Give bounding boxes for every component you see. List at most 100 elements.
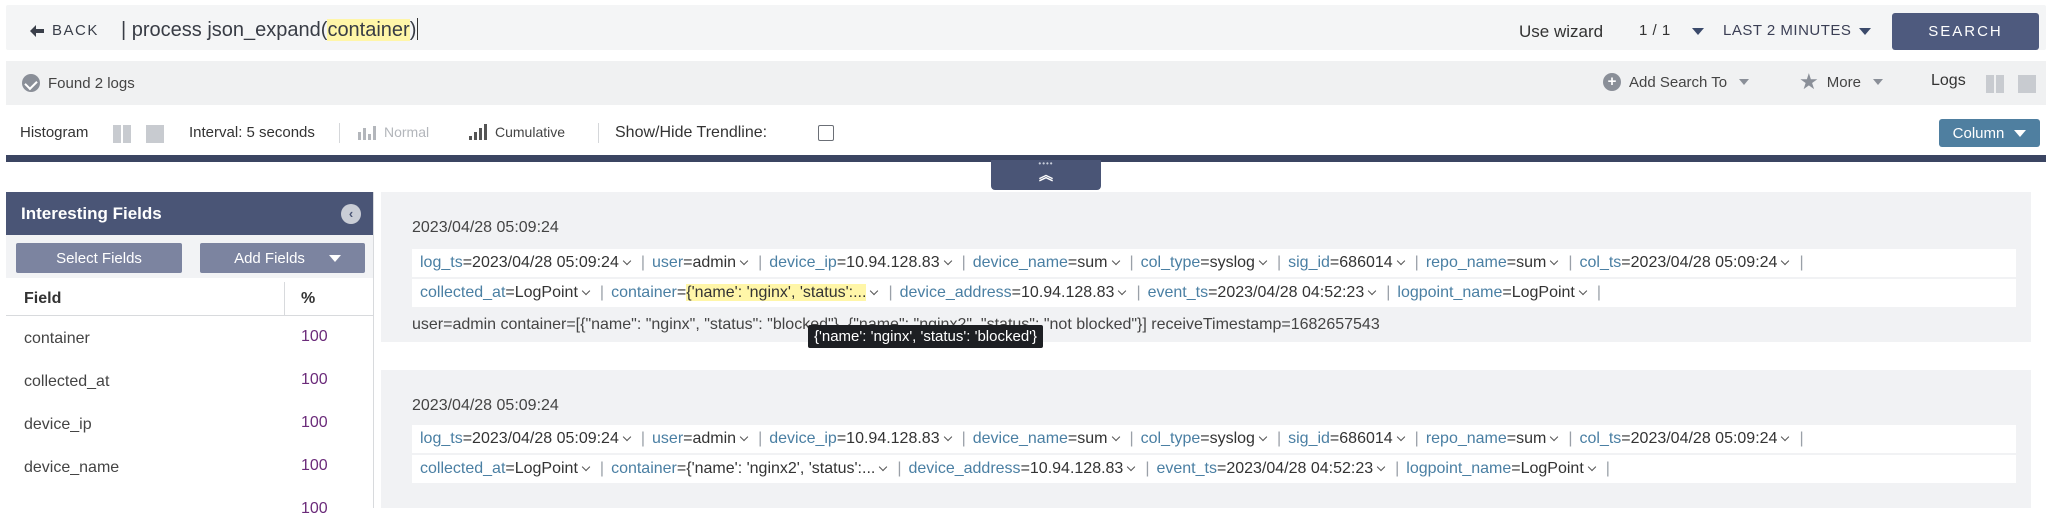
field-event_ts[interactable]: event_ts=2023/04/28 04:52:23 bbox=[1148, 284, 1380, 302]
chevron-down-icon[interactable] bbox=[1258, 256, 1268, 266]
field-event_ts[interactable]: event_ts=2023/04/28 04:52:23 bbox=[1156, 460, 1388, 478]
chevron-down-icon[interactable] bbox=[1111, 256, 1120, 266]
field-repo_name[interactable]: repo_name=sum bbox=[1426, 254, 1562, 272]
chevron-down-icon[interactable] bbox=[1111, 432, 1120, 442]
field-container[interactable]: container={'name': 'nginx2', 'status':..… bbox=[611, 460, 890, 478]
field-row[interactable]: device_name 100 bbox=[6, 445, 373, 488]
interval-label[interactable]: Interval: 5 seconds bbox=[189, 124, 315, 141]
full-view-icon[interactable] bbox=[2018, 75, 2036, 93]
field-key: device_name bbox=[972, 430, 1068, 447]
trendline-checkbox[interactable] bbox=[818, 125, 834, 141]
field-col_type[interactable]: col_type=syslog bbox=[1141, 430, 1270, 448]
time-range-selector[interactable]: LAST 2 MINUTES bbox=[1723, 22, 1852, 39]
back-label: BACK bbox=[52, 22, 99, 39]
field-percent: 100 bbox=[301, 371, 328, 388]
chevron-down-icon[interactable] bbox=[943, 432, 952, 442]
field-key: logpoint_name bbox=[1406, 460, 1512, 477]
found-logs-label: Found 2 logs bbox=[48, 74, 135, 92]
chevron-down-icon[interactable] bbox=[1587, 462, 1597, 472]
field-row[interactable]: container 100 bbox=[6, 316, 373, 359]
field-col_type[interactable]: col_type=syslog bbox=[1141, 254, 1270, 272]
more-button[interactable]: ★ More bbox=[1799, 71, 1883, 93]
back-button[interactable]: BACK bbox=[30, 22, 99, 39]
field-device_address[interactable]: device_address=10.94.128.83 bbox=[900, 284, 1130, 302]
page-dropdown-caret-icon[interactable] bbox=[1692, 28, 1704, 35]
field-user[interactable]: user=admin bbox=[652, 254, 751, 272]
chevron-down-icon[interactable] bbox=[870, 286, 879, 296]
add-search-to-button[interactable]: + Add Search To bbox=[1603, 73, 1750, 91]
field-value: sum bbox=[1516, 254, 1547, 271]
field-user[interactable]: user=admin bbox=[652, 430, 751, 448]
cumulative-chart-icon bbox=[469, 124, 487, 140]
chevron-down-icon[interactable] bbox=[739, 256, 749, 266]
chevron-down-icon[interactable] bbox=[1396, 256, 1405, 266]
field-value: LogPoint bbox=[1520, 460, 1584, 477]
field-separator: | bbox=[758, 254, 763, 271]
chevron-down-icon[interactable] bbox=[1578, 286, 1588, 296]
field-log_ts[interactable]: log_ts=2023/04/28 05:09:24 bbox=[420, 430, 634, 448]
chevron-down-icon[interactable] bbox=[739, 432, 749, 442]
field-collected_at[interactable]: collected_at=LogPoint bbox=[420, 460, 593, 478]
column-view-button[interactable]: Column bbox=[1939, 119, 2040, 147]
equals-sign: = bbox=[1067, 254, 1078, 271]
search-button[interactable]: SEARCH bbox=[1892, 13, 2039, 50]
chevron-down-icon[interactable] bbox=[1376, 462, 1386, 472]
chevron-down-icon[interactable] bbox=[581, 462, 591, 472]
field-name: device_name bbox=[24, 459, 120, 476]
chevron-down-icon[interactable] bbox=[1396, 432, 1405, 442]
field-key: col_ts bbox=[1579, 430, 1622, 447]
use-wizard-link[interactable]: Use wizard bbox=[1519, 22, 1604, 41]
field-col_ts[interactable]: col_ts=2023/04/28 05:09:24 bbox=[1580, 254, 1793, 272]
field-sig_id[interactable]: sig_id=686014 bbox=[1288, 430, 1408, 448]
page-indicator: 1 / 1 bbox=[1639, 22, 1671, 39]
chevron-down-icon[interactable] bbox=[1258, 432, 1268, 442]
collapse-panel-icon[interactable]: ‹ bbox=[341, 204, 361, 224]
chevron-down-icon[interactable] bbox=[1550, 432, 1559, 442]
chevron-down-icon[interactable] bbox=[622, 432, 632, 442]
chevron-down-icon[interactable] bbox=[943, 256, 952, 266]
time-range-caret-icon[interactable] bbox=[1859, 28, 1871, 35]
field-row[interactable]: device_ip 100 bbox=[6, 402, 373, 445]
equals-sign: = bbox=[1329, 254, 1340, 271]
field-sig_id[interactable]: sig_id=686014 bbox=[1288, 254, 1408, 272]
normal-label: Normal bbox=[384, 124, 430, 140]
equals-sign: = bbox=[1506, 430, 1517, 447]
field-device_name[interactable]: device_name=sum bbox=[973, 430, 1123, 448]
field-row[interactable]: collected_at 100 bbox=[6, 359, 373, 402]
chevron-down-icon bbox=[1872, 79, 1883, 85]
field-device_address[interactable]: device_address=10.94.128.83 bbox=[908, 460, 1138, 478]
chevron-down-icon[interactable] bbox=[1127, 462, 1136, 472]
histogram-full-icon[interactable] bbox=[146, 125, 164, 143]
chevron-down-icon[interactable] bbox=[879, 462, 888, 472]
chevron-down-icon[interactable] bbox=[1550, 256, 1559, 266]
field-log_ts[interactable]: log_ts=2023/04/28 05:09:24 bbox=[420, 254, 634, 272]
collapse-histogram-handle[interactable]: •••• ︽ bbox=[991, 160, 1101, 190]
field-device_ip[interactable]: device_ip=10.94.128.83 bbox=[769, 254, 954, 272]
field-logpoint_name[interactable]: logpoint_name=LogPoint bbox=[1397, 284, 1589, 302]
select-fields-button[interactable]: Select Fields bbox=[16, 243, 182, 273]
chevron-down-icon[interactable] bbox=[1781, 432, 1790, 442]
field-separator: | bbox=[1386, 284, 1391, 301]
histogram-split-icon[interactable] bbox=[113, 125, 131, 143]
chevron-down-icon[interactable] bbox=[1781, 256, 1790, 266]
field-device_name[interactable]: device_name=sum bbox=[973, 254, 1123, 272]
chevron-down-icon[interactable] bbox=[581, 286, 591, 296]
cumulative-chart-option[interactable]: Cumulative bbox=[469, 124, 565, 140]
chevron-down-icon[interactable] bbox=[1367, 286, 1377, 296]
chevron-down-icon[interactable] bbox=[1118, 286, 1127, 296]
field-container[interactable]: container={'name': 'nginx', 'status':... bbox=[611, 284, 881, 302]
field-logpoint_name[interactable]: logpoint_name=LogPoint bbox=[1406, 460, 1598, 478]
field-value: 10.94.128.83 bbox=[1029, 460, 1124, 477]
field-value: {'name': 'nginx2', 'status':... bbox=[686, 460, 876, 477]
add-fields-button[interactable]: Add Fields bbox=[200, 243, 365, 273]
field-device_ip[interactable]: device_ip=10.94.128.83 bbox=[769, 430, 954, 448]
chevron-down-icon[interactable] bbox=[622, 256, 632, 266]
normal-chart-option[interactable]: Normal bbox=[358, 124, 429, 140]
split-view-icon[interactable] bbox=[1986, 75, 2004, 93]
field-collected_at[interactable]: collected_at=LogPoint bbox=[420, 284, 593, 302]
field-repo_name[interactable]: repo_name=sum bbox=[1426, 430, 1562, 448]
field-col_ts[interactable]: col_ts=2023/04/28 05:09:24 bbox=[1580, 430, 1793, 448]
search-query-input[interactable]: | process json_expand(container) bbox=[121, 18, 419, 42]
histogram-toolbar: Histogram Interval: 5 seconds Normal Cum… bbox=[6, 111, 2046, 154]
field-row[interactable]: 100 bbox=[6, 488, 373, 531]
